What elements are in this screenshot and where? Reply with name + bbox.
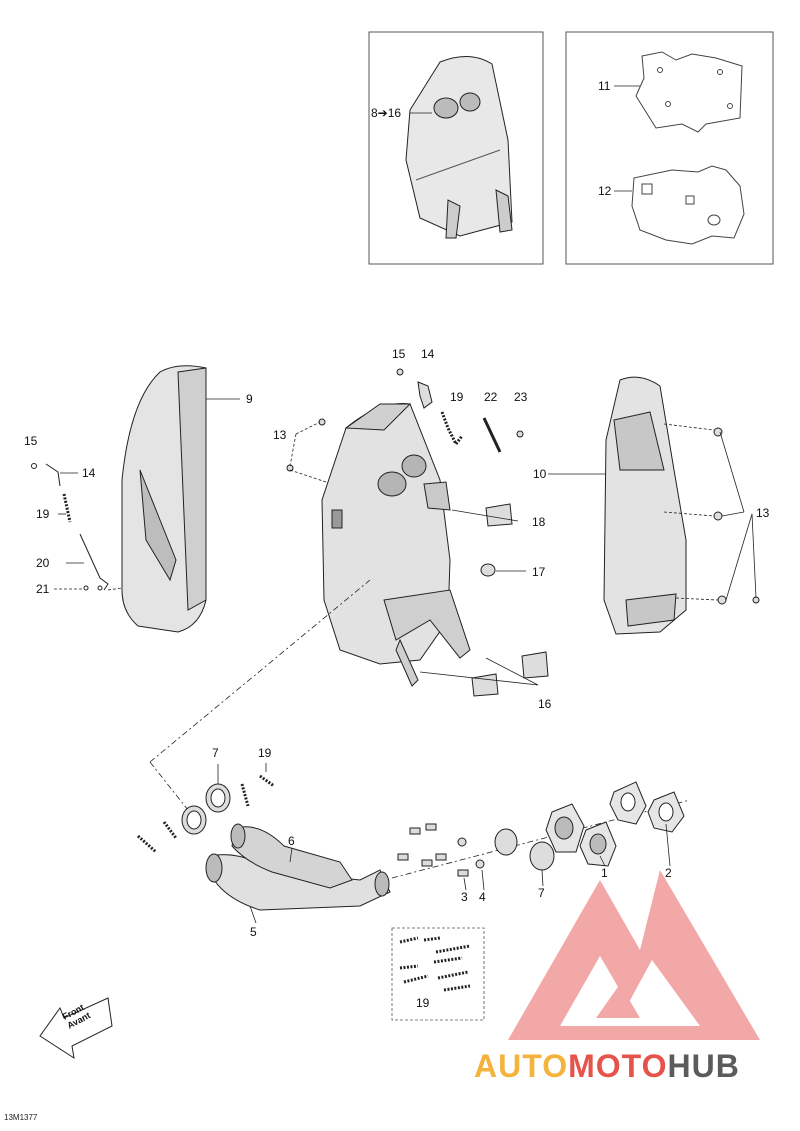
callout-7-left: 7 [212,746,219,760]
spring-bracket-left [31,463,109,591]
callout-13-right: 13 [756,506,770,520]
callout-20: 20 [36,556,50,570]
flanges [545,781,685,867]
watermark-auto: AUTO [474,1048,569,1084]
spring-kit-box [391,927,485,1021]
gasket-12-outline [631,165,745,245]
callout-19-kit: 19 [416,996,430,1010]
inset-box-gaskets [565,31,774,265]
watermark-moto: MOTO [568,1048,668,1084]
inset-box-muffler [368,31,544,265]
callout-16: 16 [538,697,552,711]
callout-23: 23 [514,390,528,404]
callout-14-top: 14 [421,347,435,361]
leaders-exhaust [217,763,671,924]
watermark-text: AUTOMOTOHUB [474,1048,740,1085]
callout-13-left: 13 [273,428,287,442]
ring-7-right [529,841,555,871]
dash-left-to-shield [107,587,123,591]
callout-19-top: 19 [450,390,464,404]
callout-2: 2 [665,866,672,880]
front-direction-arrow [39,997,113,1060]
callout-3: 3 [461,890,468,904]
fasteners-muffler [286,368,760,697]
callout-17: 17 [532,565,546,579]
watermark-hub: HUB [667,1048,740,1084]
exhaust-pipes [205,823,391,911]
inset-range-label: 8➔16 [371,106,402,120]
heat-shield-right [603,376,687,635]
watermark-logo [508,870,760,1040]
callout-5: 5 [250,925,257,939]
callout-7-right: 7 [538,886,545,900]
callout-14-left: 14 [82,466,96,480]
callout-21: 21 [36,582,50,596]
leaders-muffler [149,421,757,811]
callout-15-left: 15 [24,434,38,448]
gasket-11-outline [635,51,743,133]
springs [137,774,471,992]
callout-12: 12 [598,184,612,198]
callout-19-left: 19 [36,507,50,521]
heat-shield-left [121,365,207,633]
callout-11: 11 [598,79,611,93]
callout-4: 4 [479,890,486,904]
small-bolts [397,823,485,877]
main-muffler [321,403,471,687]
callout-22: 22 [484,390,498,404]
callout-19-pipe: 19 [258,746,272,760]
inset-muffler [405,56,513,239]
callout-9: 9 [246,392,253,406]
callout-15-top: 15 [392,347,406,361]
callout-6: 6 [288,834,295,848]
figure-code: 13M1377 [4,1113,38,1122]
callout-18: 18 [532,515,546,529]
callout-1: 1 [601,866,608,880]
ring-7-right-2 [494,828,518,856]
callout-10: 10 [533,467,547,481]
